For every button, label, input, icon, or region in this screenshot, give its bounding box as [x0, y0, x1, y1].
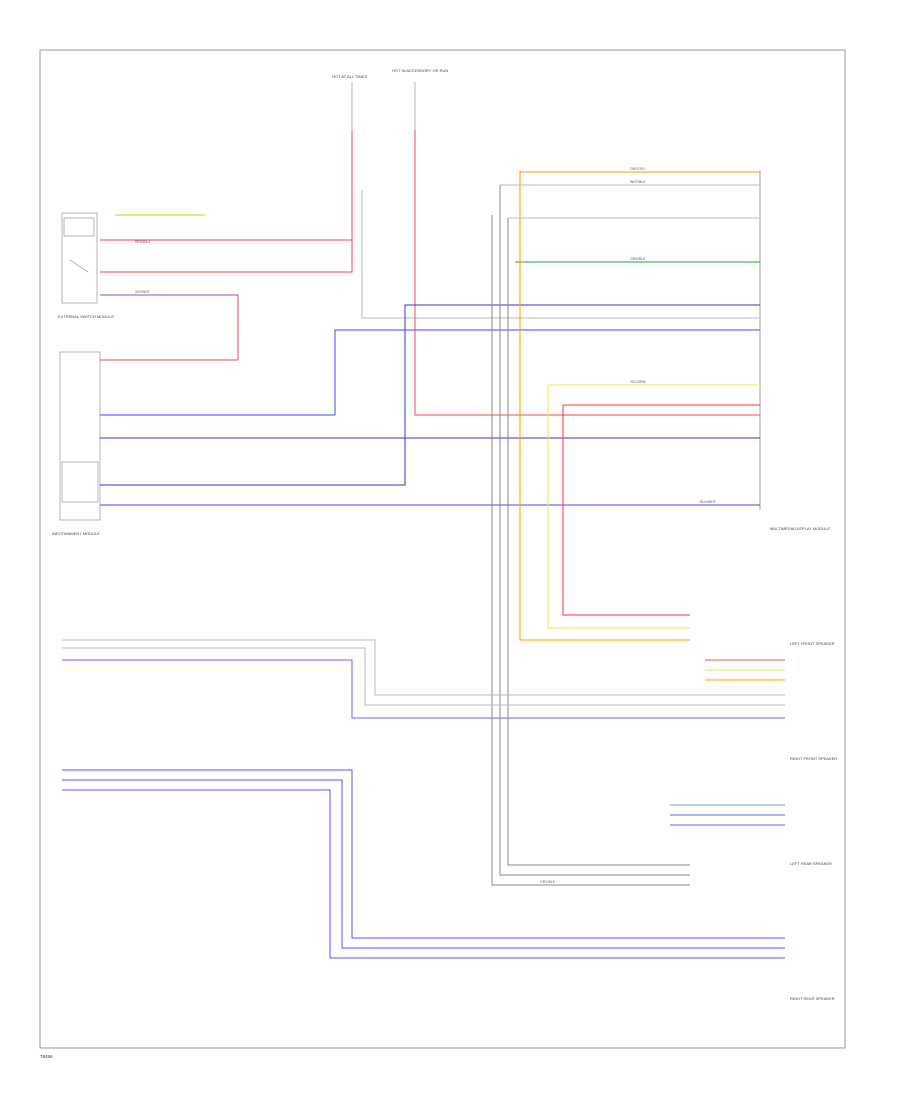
- diagram-border: [39, 49, 846, 1049]
- switch-module: EXTERNAL SWITCH MODULE: [58, 212, 114, 319]
- power-source-right: HOT IN ACCESSORY OR RUN: [392, 68, 448, 130]
- wire-label-yel: YEL/GRN: [630, 380, 646, 384]
- infotainment-module: INFOTAINMENT MODULE: [52, 351, 101, 536]
- display-module: MULTIMEDIA DISPLAY MODULE: [759, 170, 830, 531]
- wire-bundle: [62, 130, 785, 959]
- speaker-2-label: RIGHT FRONT SPEAKER: [790, 756, 837, 761]
- wire-label-red: RED/BLU: [135, 240, 151, 244]
- wire-label-blu: BLU/WHT: [700, 500, 717, 504]
- speaker-1-label: LEFT FRONT SPEAKER: [790, 641, 835, 646]
- wire-label-org: ORG/YEL: [630, 167, 646, 171]
- svg-text:HOT AT ALL TIMES: HOT AT ALL TIMES: [332, 74, 367, 79]
- svg-text:HOT IN ACCESSORY OR RUN: HOT IN ACCESSORY OR RUN: [392, 68, 448, 73]
- wire-label-grn: GRN/BLK: [630, 257, 646, 261]
- sheet-ref: 78456: [40, 1054, 53, 1059]
- wire-label-vio: VIO/WHT: [135, 290, 151, 294]
- svg-text:MULTIMEDIA DISPLAY MODULE: MULTIMEDIA DISPLAY MODULE: [770, 526, 830, 531]
- wire-label-gry: GRY/BLK: [540, 880, 556, 884]
- speaker-4-label: RIGHT REAR SPEAKER: [790, 996, 835, 1001]
- power-source-left: HOT AT ALL TIMES: [332, 74, 367, 130]
- wire-label-wht: WHT/BLK: [630, 180, 646, 184]
- svg-text:INFOTAINMENT MODULE: INFOTAINMENT MODULE: [52, 531, 100, 536]
- svg-text:EXTERNAL SWITCH MODULE: EXTERNAL SWITCH MODULE: [58, 314, 114, 319]
- speaker-3-label: LEFT REAR SPEAKER: [790, 861, 832, 866]
